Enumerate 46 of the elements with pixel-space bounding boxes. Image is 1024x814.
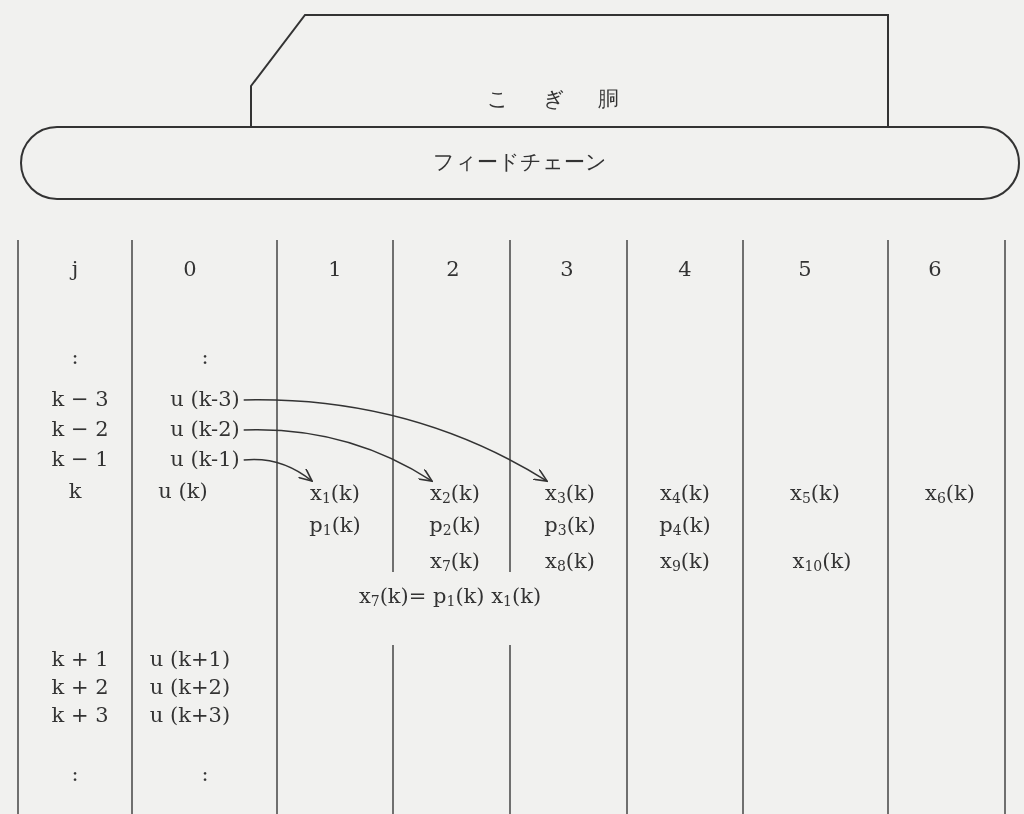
- cell-text: x$_{6}$(k): [925, 481, 975, 507]
- cell-text: u (k): [158, 479, 208, 505]
- chain-label: フィードチェーン: [433, 150, 607, 176]
- cell-text: x$_{5}$(k): [790, 481, 840, 507]
- cell-text: p$_{2}$(k): [429, 513, 481, 539]
- arrow: [242, 458, 313, 482]
- drum-label: こぎ胴: [487, 87, 653, 113]
- cell-text: :: [201, 345, 209, 371]
- cell-text: p$_{4}$(k): [659, 513, 711, 539]
- variable-text: u (k-2): [170, 417, 240, 443]
- cell-text: p$_{3}$(k): [544, 513, 596, 539]
- column-header: 2: [446, 257, 460, 283]
- variable-text: u (k-1): [170, 447, 240, 473]
- cell-text: u (k+1): [149, 647, 231, 673]
- column-header: 4: [678, 257, 692, 283]
- variable-text: x$_{2}$(k): [430, 481, 480, 507]
- variable-text: x$_{1}$(k): [310, 481, 360, 507]
- cell-text: k + 2: [51, 675, 109, 701]
- cell-text: x$_{7}$(k): [430, 549, 480, 575]
- cell-text: k − 2: [51, 417, 109, 443]
- cell-text: k: [68, 479, 82, 505]
- cell-text: x$_{4}$(k): [660, 481, 710, 507]
- cell-text: x$_{8}$(k): [545, 549, 595, 575]
- cell-text: k − 1: [51, 447, 109, 473]
- cell-text: x$_{9}$(k): [660, 549, 710, 575]
- cell-text: :: [71, 762, 79, 788]
- cell-text: u (k+2): [149, 675, 231, 701]
- variable-text: x$_{3}$(k): [545, 481, 595, 507]
- cell-text: u (k+3): [149, 703, 231, 729]
- column-header: 5: [798, 257, 812, 283]
- column-header: 6: [928, 257, 942, 283]
- cell-text: k − 3: [51, 387, 109, 413]
- column-header: j: [71, 257, 79, 283]
- cell-text: p$_{1}$(k): [309, 513, 361, 539]
- cell-text: k + 1: [51, 647, 109, 673]
- cell-text: k + 3: [51, 703, 109, 729]
- cell-text: x$_{10}$(k): [792, 549, 852, 575]
- variable-text: u (k-3): [170, 387, 240, 413]
- arrow: [242, 399, 548, 482]
- equation: x$_{7}$(k)= p$_{1}$(k) x$_{1}$(k): [358, 584, 542, 610]
- cell-text: :: [71, 345, 79, 371]
- arrow: [242, 429, 433, 482]
- column-header: 0: [183, 257, 197, 283]
- column-header: 1: [328, 257, 342, 283]
- cell-text: :: [201, 762, 209, 788]
- column-header: 3: [560, 257, 574, 283]
